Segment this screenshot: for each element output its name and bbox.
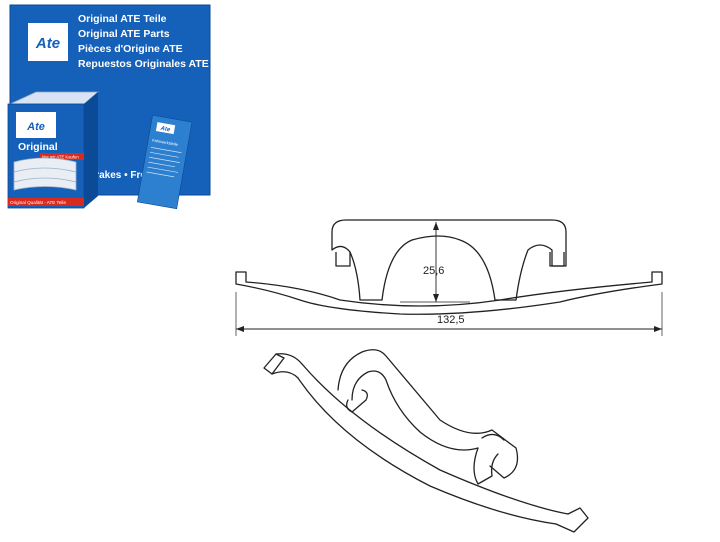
dimension-width	[235, 292, 663, 336]
clip-front-view	[235, 219, 663, 315]
package-line-1: Original ATE Teile	[78, 13, 167, 25]
dimension-height	[400, 222, 470, 303]
small-box-strip-1: Nur mit ATE Kaufen	[42, 155, 79, 160]
dimension-width-label: 132,5	[437, 314, 465, 326]
clip-isometric-view	[263, 349, 589, 533]
ate-logo: Ate	[28, 23, 68, 61]
package-line-2: Original ATE Parts	[78, 28, 170, 40]
package-bottom-text: Brakes • Frei	[88, 170, 149, 181]
small-box-logo-text: Ate	[26, 121, 45, 133]
small-box-title: Original	[18, 141, 58, 153]
small-box-strip-2: Original Qualität - ATE Teile	[10, 200, 66, 205]
ate-package-small: Ate Original Nur mit ATE Kaufen Original…	[7, 91, 100, 209]
ate-leaflet: Ate Fahrwerksteile	[136, 114, 193, 210]
ate-logo-text: Ate	[35, 35, 60, 52]
dimension-height-label: 25,6	[423, 265, 444, 277]
leaflet-title: Fahrwerksteile	[152, 138, 179, 148]
leaflet-logo-text: Ate	[159, 126, 171, 134]
package-line-4: Repuestos Originales ATE	[78, 58, 209, 70]
package-line-3: Pièces d'Origine ATE	[78, 43, 183, 55]
brake-pads-illustration	[13, 157, 77, 191]
